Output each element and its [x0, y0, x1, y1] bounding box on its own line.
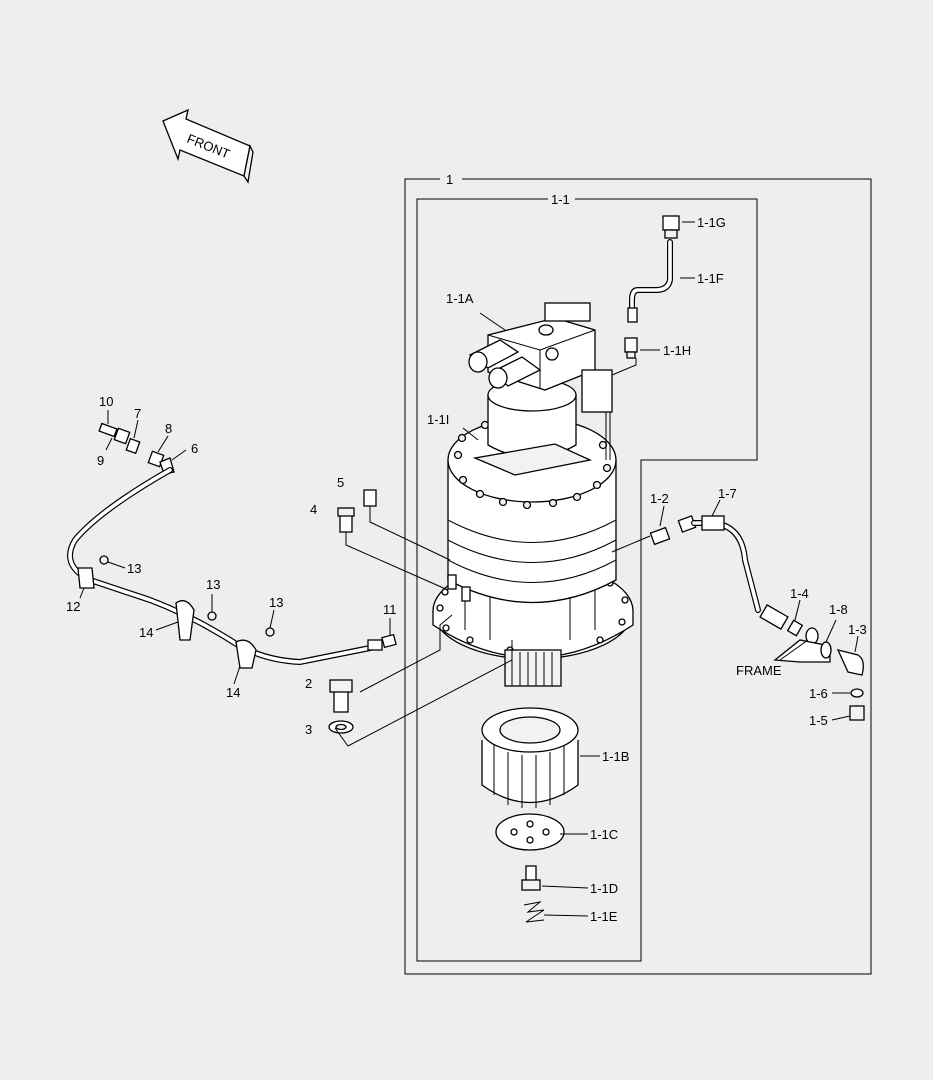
- leader-lines: [79, 221, 859, 917]
- callout-9: 9: [97, 453, 104, 468]
- callout-1-5: 1-5: [809, 713, 828, 728]
- hose-1-7-group: [649, 515, 865, 721]
- ring-gear-1-1B: [481, 707, 579, 808]
- callout-12: 12: [66, 599, 80, 614]
- bolt-1-1D: [521, 865, 541, 891]
- callout-4: 4: [310, 502, 317, 517]
- callout-1-2: 1-2: [650, 491, 669, 506]
- callout-14-left: 14: [139, 625, 153, 640]
- callout-labels: 1 1-1 1-1A 1-1B 1-1C 1-1D 1-1E 1-1F 1-1G…: [66, 172, 867, 924]
- assembly-boxes: [404, 178, 872, 975]
- callout-11: 11: [383, 602, 397, 617]
- assembly-box-1: [404, 178, 872, 975]
- callout-13-left: 13: [127, 561, 141, 576]
- callout-7: 7: [134, 406, 141, 421]
- front-arrow: FRONT: [162, 108, 254, 184]
- frame-label: FRAME: [736, 663, 782, 678]
- callout-1-1I: 1-1I: [427, 412, 449, 427]
- callout-2: 2: [305, 676, 312, 691]
- callout-13-mid: 13: [206, 577, 220, 592]
- callout-5: 5: [337, 475, 344, 490]
- callout-1-1B: 1-1B: [602, 749, 629, 764]
- plate-1-1C: [495, 813, 565, 851]
- drain-tube-group: [624, 215, 680, 359]
- callout-1-1G: 1-1G: [697, 215, 726, 230]
- callout-6: 6: [191, 441, 198, 456]
- callout-8: 8: [165, 421, 172, 436]
- callout-1-6: 1-6: [809, 686, 828, 701]
- callout-1-1C: 1-1C: [590, 827, 618, 842]
- callout-10: 10: [99, 394, 113, 409]
- drain-hose-group: [67, 422, 397, 669]
- callout-1-1A: 1-1A: [446, 291, 474, 306]
- callout-1: 1: [446, 172, 453, 187]
- callout-3: 3: [305, 722, 312, 737]
- callout-1-1D: 1-1D: [590, 881, 618, 896]
- callout-14-right: 14: [226, 685, 240, 700]
- callout-1-1: 1-1: [551, 192, 570, 207]
- bolt-washer-parts: [328, 489, 377, 734]
- callout-1-3: 1-3: [848, 622, 867, 637]
- callout-1-1F: 1-1F: [697, 271, 724, 286]
- callout-1-7: 1-7: [718, 486, 737, 501]
- callout-1-1E: 1-1E: [590, 909, 618, 924]
- swing-motor-assembly: [432, 302, 634, 687]
- callout-13-right: 13: [269, 595, 283, 610]
- clip-1-1E: [523, 901, 545, 923]
- callout-1-4: 1-4: [790, 586, 809, 601]
- assembly-box-1-1: [416, 198, 758, 962]
- callout-1-8: 1-8: [829, 602, 848, 617]
- callout-1-1H: 1-1H: [663, 343, 691, 358]
